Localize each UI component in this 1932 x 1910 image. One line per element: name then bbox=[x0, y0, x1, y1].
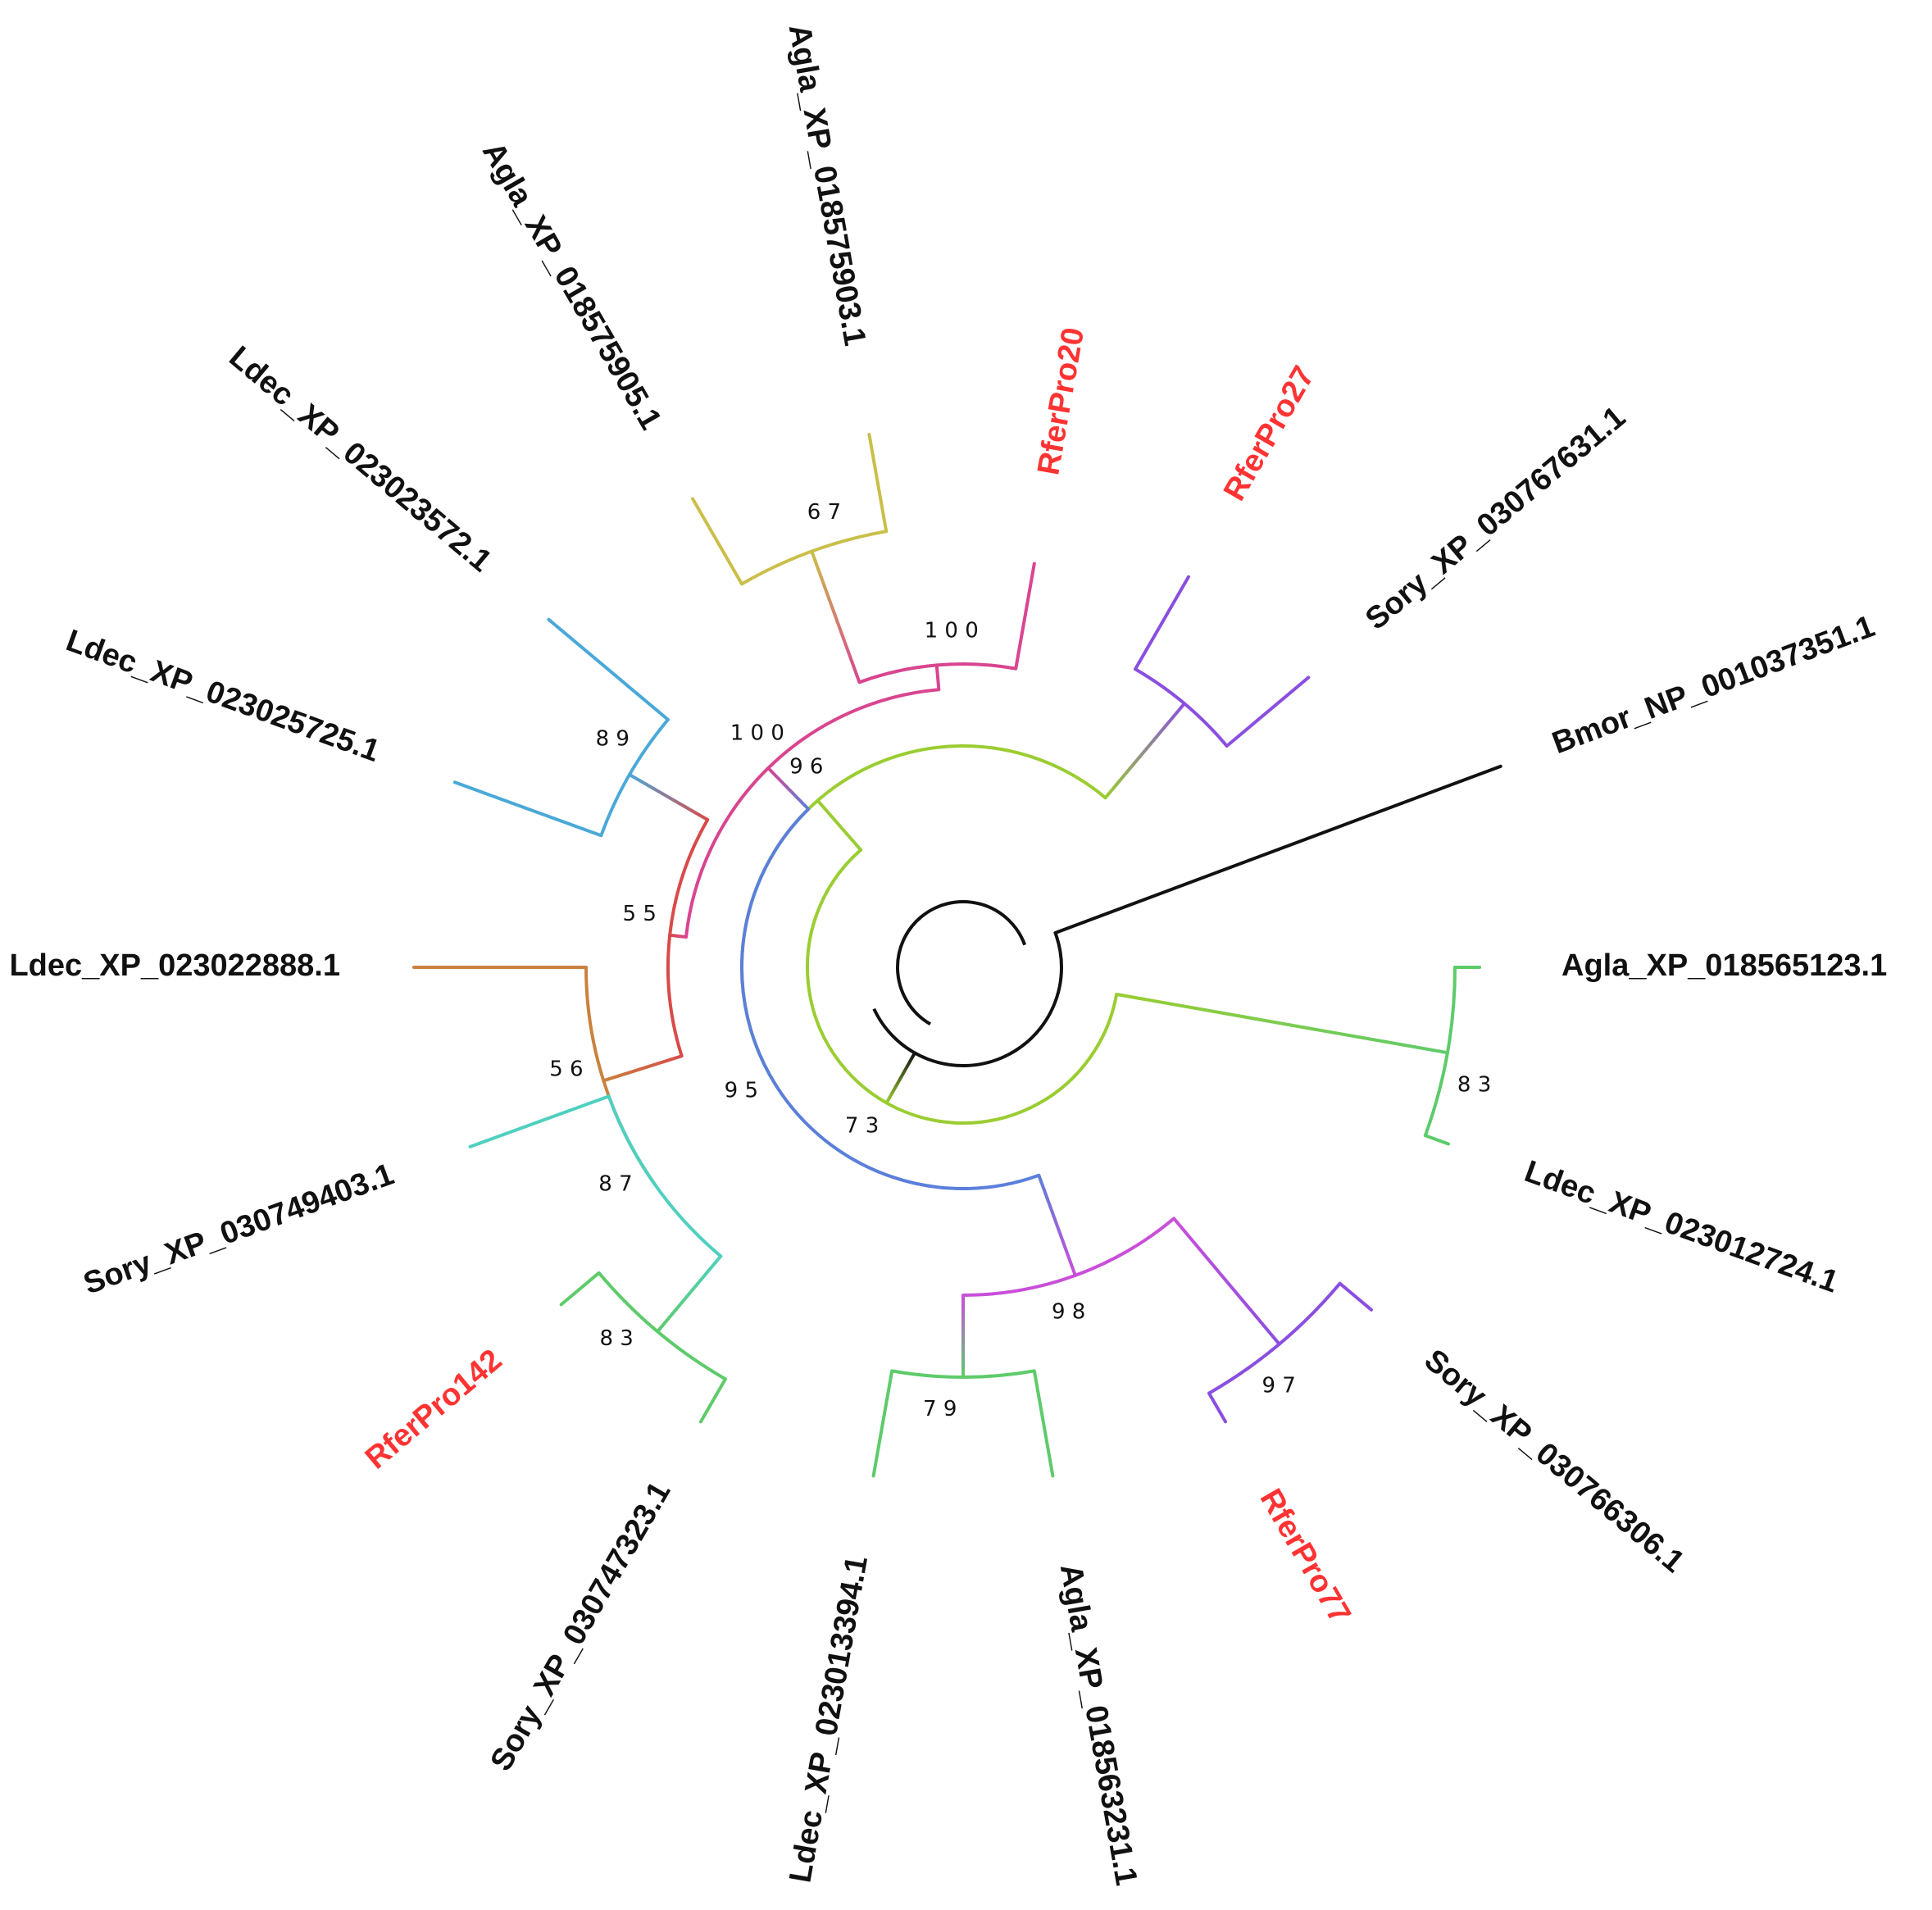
leaf-label: Ldec_XP_023022888.1 bbox=[9, 948, 340, 983]
clade-arc bbox=[1207, 1282, 1342, 1395]
clade-arc bbox=[891, 1369, 1035, 1379]
leaf-label: Ldec_XP_023023572.1 bbox=[222, 339, 498, 579]
branch-edge bbox=[871, 1369, 894, 1478]
branch-edge bbox=[1103, 702, 1186, 800]
branch-edge bbox=[656, 1254, 723, 1334]
branch-edge bbox=[1014, 562, 1036, 671]
branch-edge bbox=[1115, 992, 1449, 1055]
leaf-label: RferPro27 bbox=[1217, 361, 1321, 507]
branch-edge bbox=[1037, 1173, 1077, 1277]
branch-edge bbox=[1225, 675, 1311, 748]
clade-arc bbox=[598, 1271, 727, 1381]
branch-edge bbox=[766, 766, 811, 812]
leaf-label: Ldec_XP_023012724.1 bbox=[1520, 1154, 1843, 1299]
branch-edge bbox=[452, 780, 603, 838]
bootstrap-label: 8 7 bbox=[598, 1171, 632, 1196]
branch-edge bbox=[1423, 1134, 1451, 1146]
branch-edge bbox=[559, 1271, 601, 1307]
leaf-label: Ldec_XP_023025725.1 bbox=[61, 623, 384, 768]
clade-arc bbox=[741, 530, 887, 586]
branch-edge bbox=[934, 663, 941, 692]
leaf-label: RferPro142 bbox=[359, 1343, 508, 1476]
bootstrap-label: 8 3 bbox=[599, 1326, 633, 1351]
branch-edge bbox=[668, 933, 689, 939]
branch-edge bbox=[699, 1377, 727, 1424]
clade-arc bbox=[684, 688, 939, 938]
root-arc bbox=[896, 900, 1027, 1026]
bootstrap-label: 5 6 bbox=[549, 1057, 583, 1082]
leaf-label: Sory_XP_030749403.1 bbox=[80, 1157, 399, 1302]
clade-arc bbox=[962, 1216, 1175, 1297]
bootstrap-label: 9 8 bbox=[1052, 1299, 1085, 1324]
branch-edge bbox=[810, 549, 861, 684]
leaf-label: Sory_XP_030766306.1 bbox=[1418, 1343, 1691, 1580]
clade-arc bbox=[1134, 667, 1229, 748]
bootstrap-label: 8 3 bbox=[1457, 1072, 1491, 1097]
leaf-label: Agla_XP_018575903.1 bbox=[782, 22, 872, 348]
branch-edge bbox=[1134, 575, 1190, 671]
leaf-labels: Bmor_NP_001037351.1Agla_XP_018565123.1Ld… bbox=[9, 22, 1887, 1889]
bootstrap-label: 7 3 bbox=[845, 1114, 879, 1139]
tree-branches bbox=[412, 433, 1502, 1478]
leaf-label: Ldec_XP_023013394.1 bbox=[784, 1553, 875, 1885]
clade-arc bbox=[599, 718, 670, 836]
branch-edge bbox=[884, 1051, 916, 1105]
branch-edge bbox=[1172, 1216, 1281, 1346]
branch-edge bbox=[468, 1094, 611, 1148]
branch-edge bbox=[1338, 1281, 1373, 1312]
branch-edge bbox=[1053, 764, 1502, 935]
clade-arc bbox=[858, 662, 1016, 684]
branch-edge bbox=[547, 617, 670, 721]
branch-edge bbox=[816, 798, 863, 852]
leaf-label: Agla_XP_018575905.1 bbox=[475, 136, 668, 435]
branch-edge bbox=[1032, 1369, 1055, 1478]
leaf-label: Sory_XP_030767631.1 bbox=[1359, 400, 1632, 637]
bootstrap-values: 8 3 9 7 7 9 9 8 8 3 8 7 5 6 8 9 5 5 6 7 1 0 0 1 0 0… bbox=[549, 500, 1491, 1421]
branch-edge bbox=[691, 497, 743, 586]
bootstrap-label: 1 0 0 bbox=[925, 619, 979, 643]
branch-edge bbox=[867, 433, 889, 534]
leaf-label: Sory_XP_030747323.1 bbox=[484, 1476, 677, 1777]
bootstrap-label: 8 9 bbox=[596, 727, 630, 752]
bootstrap-label: 5 5 bbox=[623, 902, 657, 926]
bootstrap-label: 6 7 bbox=[807, 500, 841, 525]
clade-arc bbox=[1423, 966, 1457, 1136]
bootstrap-label: 1 0 0 bbox=[730, 721, 784, 745]
branch-edge bbox=[1207, 1391, 1227, 1424]
clade-arc bbox=[666, 819, 709, 1057]
bootstrap-label: 9 5 bbox=[725, 1079, 758, 1103]
leaf-label: Agla_XP_018563231.1 bbox=[1053, 1562, 1143, 1888]
branch-edge bbox=[627, 773, 710, 821]
branch-edge bbox=[602, 1054, 684, 1083]
leaf-label: RferPro77 bbox=[1253, 1483, 1357, 1629]
bootstrap-label: 9 6 bbox=[789, 755, 823, 780]
clade-arc bbox=[607, 1095, 722, 1257]
bootstrap-label: 9 7 bbox=[1261, 1374, 1295, 1398]
leaf-label: Bmor_NP_001037351.1 bbox=[1548, 609, 1880, 761]
leaf-label: RferPro20 bbox=[1031, 325, 1091, 477]
leaf-label: Agla_XP_018565123.1 bbox=[1562, 948, 1887, 983]
clade-arc bbox=[872, 932, 1063, 1067]
clade-arc bbox=[740, 807, 1040, 1191]
clade-arc bbox=[806, 848, 1119, 1125]
bootstrap-label: 7 9 bbox=[923, 1397, 957, 1421]
